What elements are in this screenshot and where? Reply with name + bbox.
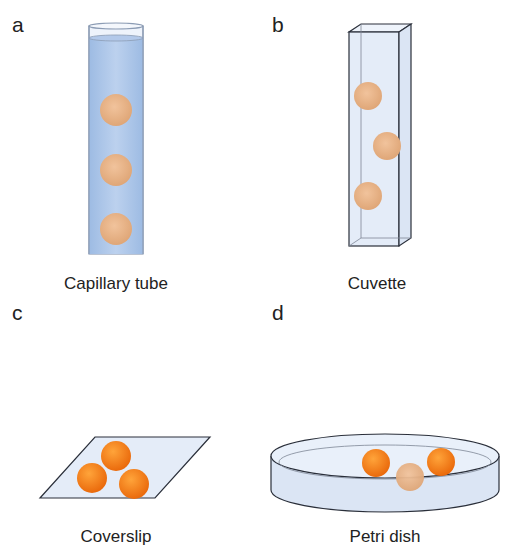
panel-letter: d bbox=[272, 302, 284, 323]
cuvette bbox=[349, 24, 411, 246]
capillary-tube bbox=[89, 23, 143, 254]
petri-dish bbox=[271, 434, 499, 512]
coverslip bbox=[40, 437, 210, 499]
caption-label: Capillary tube bbox=[64, 275, 168, 292]
panel-letter: b bbox=[272, 14, 284, 35]
caption-label: Coverslip bbox=[81, 528, 152, 545]
caption-label: Petri dish bbox=[350, 528, 421, 545]
panel-letter: c bbox=[12, 302, 23, 323]
caption-label: Cuvette bbox=[348, 275, 407, 292]
panel-letter: a bbox=[12, 14, 24, 35]
